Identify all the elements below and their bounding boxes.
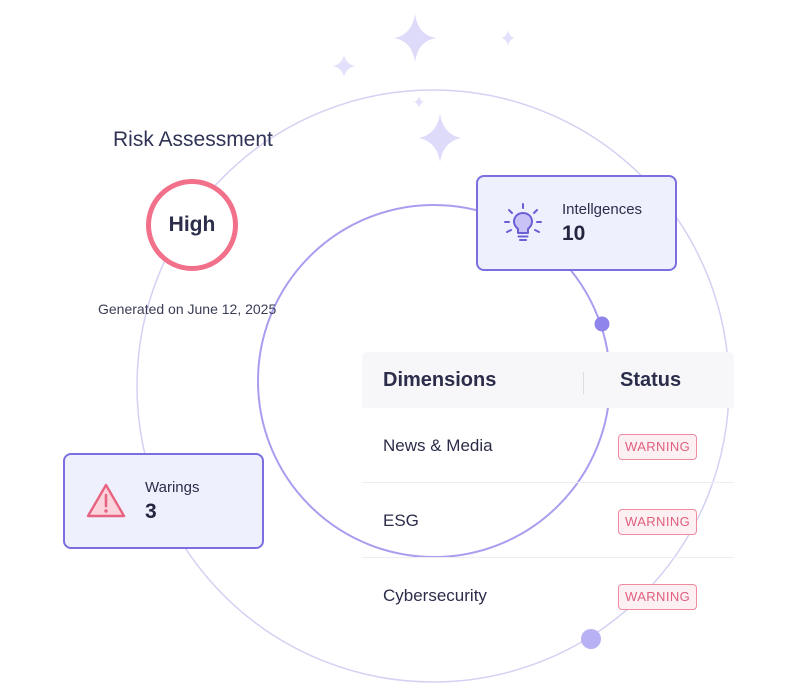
- status-badge: WARNING: [618, 509, 698, 535]
- sparkle-icon: [502, 30, 514, 46]
- dimension-name: Cybersecurity: [383, 586, 487, 605]
- intelligences-count: 10: [562, 221, 586, 245]
- warnings-label: Warings: [145, 478, 200, 496]
- column-divider: [583, 372, 584, 394]
- column-header-status[interactable]: Status: [620, 369, 682, 391]
- sparkle-icon: [414, 96, 424, 108]
- risk-assessment-title: Risk Assessment: [113, 128, 273, 151]
- dimension-name: ESG: [383, 511, 419, 530]
- table-row[interactable]: ESG WARNING: [362, 483, 734, 558]
- orbit-dot-inner: [594, 316, 610, 332]
- dimensions-table: Dimensions Status News & Media WARNING E…: [362, 352, 734, 632]
- column-header-dimensions[interactable]: Dimensions: [383, 369, 497, 391]
- table-header: Dimensions Status: [362, 352, 734, 408]
- warnings-count: 3: [145, 499, 157, 523]
- table-row[interactable]: News & Media WARNING: [362, 408, 734, 483]
- risk-level-ring: High: [146, 179, 238, 271]
- table-row[interactable]: Cybersecurity WARNING: [362, 558, 734, 632]
- status-badge: WARNING: [618, 584, 698, 610]
- risk-level-value: High: [168, 213, 216, 236]
- status-badge: WARNING: [618, 434, 698, 460]
- intelligences-card[interactable]: Intellgences 10: [476, 175, 677, 271]
- generated-date: Generated on June 12, 2025: [98, 301, 277, 317]
- sparkle-icon: [394, 14, 436, 62]
- lightbulb-icon: [504, 203, 542, 241]
- dimension-name: News & Media: [383, 436, 493, 455]
- sparkle-icon: [333, 55, 355, 77]
- warning-triangle-icon: [86, 483, 126, 518]
- sparkle-icon: [419, 114, 461, 162]
- warnings-card[interactable]: Warings 3: [63, 453, 264, 549]
- intelligences-label: Intellgences: [562, 200, 643, 218]
- orbit-dot-outer: [581, 629, 601, 649]
